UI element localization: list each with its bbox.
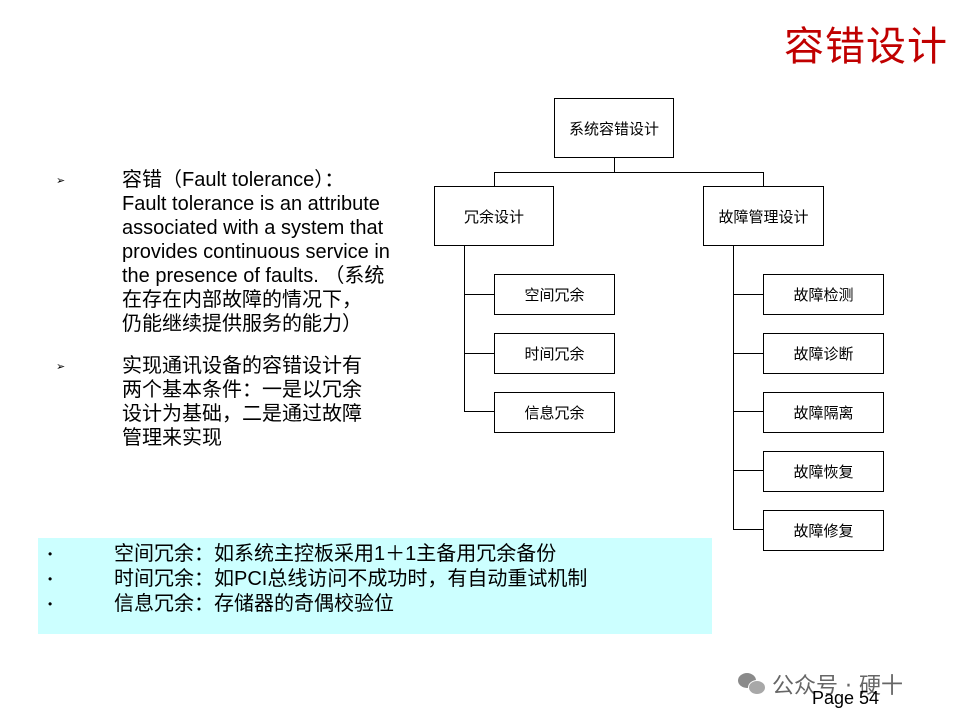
bullet-line: 仍能继续提供服务的能力） [122, 313, 362, 335]
connector-line [763, 172, 764, 186]
tree-node-fault-management-design: 故障管理设计 [703, 186, 824, 246]
bullet-line: 在存在内部故障的情况下， [122, 289, 362, 311]
bullet-line: 管理来实现 [122, 427, 222, 449]
example-row: • 空间冗余：如系统主控板采用1＋1主备用冗余备份 [38, 542, 712, 567]
bullet-line: Fault tolerance is an attribute [122, 193, 380, 215]
connector-line [733, 470, 763, 471]
example-text: 时间冗余：如PCI总线访问不成功时，有自动重试机制 [114, 568, 588, 590]
tree-node-fault-recovery: 故障恢复 [763, 451, 884, 492]
bullet-list: ➢ 容错（Fault tolerance）： Fault tolerance i… [56, 168, 416, 468]
connector-line [733, 353, 763, 354]
bullet-line: 两个基本条件：一是以冗余 [122, 379, 362, 401]
example-text: 信息冗余：存储器的奇偶校验位 [114, 593, 394, 615]
tree-node-time-redundancy: 时间冗余 [494, 333, 615, 374]
tree-node-fault-isolation: 故障隔离 [763, 392, 884, 433]
tree-node-redundancy-design: 冗余设计 [434, 186, 554, 246]
connector-line [733, 294, 763, 295]
arrow-bullet-icon: ➢ [56, 361, 66, 373]
tree-node-fault-repair: 故障修复 [763, 510, 884, 551]
bullet-line: 设计为基础，二是通过故障 [122, 403, 362, 425]
page-number: Page 54 [812, 688, 880, 708]
connector-line [733, 529, 763, 530]
connector-line [464, 245, 465, 412]
examples-panel: • 空间冗余：如系统主控板采用1＋1主备用冗余备份 • 时间冗余：如PCI总线访… [38, 538, 712, 634]
example-row: • 时间冗余：如PCI总线访问不成功时，有自动重试机制 [38, 567, 712, 592]
slide-title: 容错设计 [784, 24, 948, 70]
tree-node-fault-detection: 故障检测 [763, 274, 884, 315]
wechat-icon [738, 673, 766, 695]
bullet-dot-icon: • [48, 547, 53, 561]
connector-line [733, 411, 763, 412]
arrow-bullet-icon: ➢ [56, 175, 66, 187]
bullet-dot-icon: • [48, 597, 53, 611]
connector-line [494, 172, 764, 173]
bullet-line: 实现通讯设备的容错设计有 [122, 355, 362, 377]
connector-line [733, 245, 734, 530]
bullet-fault-tolerance: ➢ 容错（Fault tolerance）： Fault tolerance i… [56, 168, 416, 336]
bullet-line: associated with a system that [122, 217, 384, 239]
bullet-line: provides continuous service in [122, 241, 390, 263]
watermark-text: 公众号 · 硬十 [772, 674, 903, 699]
example-text: 空间冗余：如系统主控板采用1＋1主备用冗余备份 [114, 543, 557, 565]
tree-node-space-redundancy: 空间冗余 [494, 274, 615, 315]
tree-node-fault-diagnosis: 故障诊断 [763, 333, 884, 374]
bullet-conditions: ➢ 实现通讯设备的容错设计有 两个基本条件：一是以冗余 设计为基础，二是通过故障… [56, 354, 416, 450]
tree-root-node: 系统容错设计 [554, 98, 674, 158]
connector-line [494, 172, 495, 186]
connector-line [464, 294, 494, 295]
tree-node-information-redundancy: 信息冗余 [494, 392, 615, 433]
bullet-line: the presence of faults. （系统 [122, 265, 385, 287]
bullet-dot-icon: • [48, 572, 53, 586]
connector-line [464, 353, 494, 354]
watermark: 公众号 · 硬十 [738, 668, 903, 700]
bullet-line: 容错（Fault tolerance）： [122, 169, 345, 191]
connector-line [614, 157, 615, 173]
connector-line [464, 411, 494, 412]
example-row: • 信息冗余：存储器的奇偶校验位 [38, 592, 712, 617]
